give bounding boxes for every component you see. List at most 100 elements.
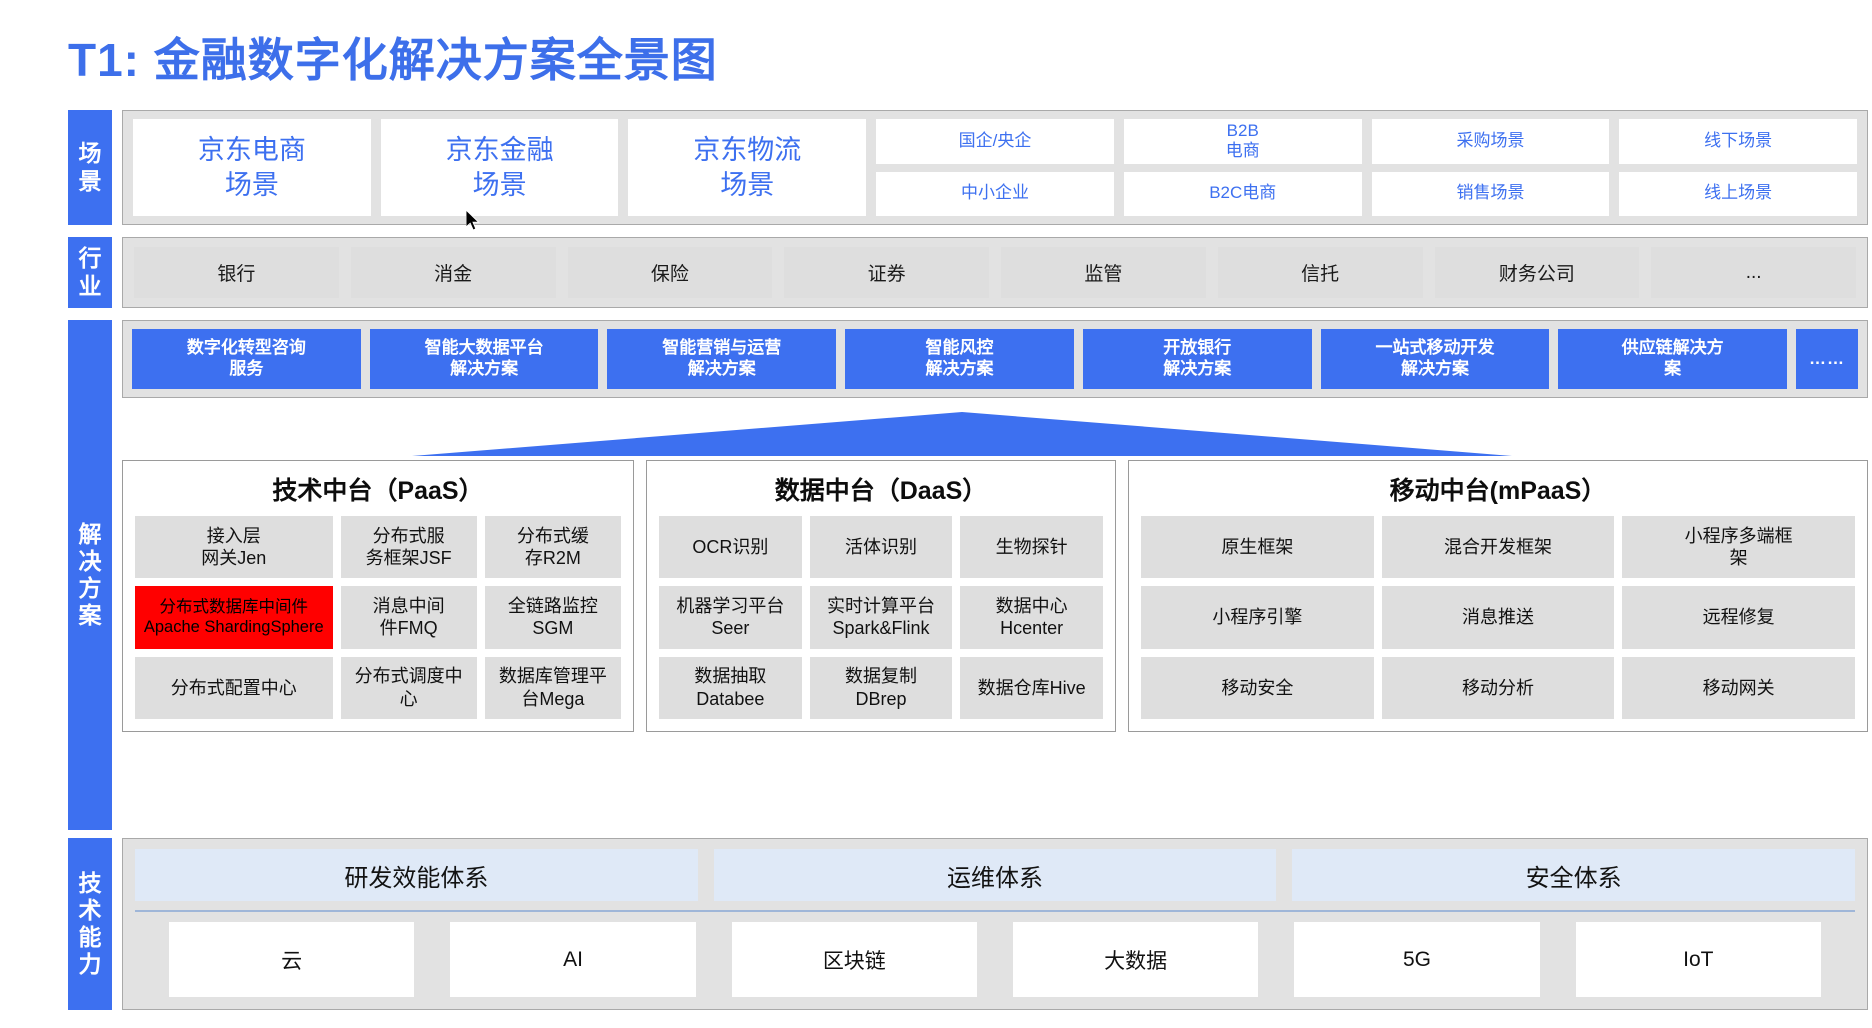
capability-divider xyxy=(135,910,1855,912)
industry-cell-5[interactable]: 信托 xyxy=(1217,247,1423,298)
platform-tile-paas-7[interactable]: 分布式调度中心 xyxy=(340,656,477,719)
industry-cell-7[interactable]: ... xyxy=(1651,247,1856,298)
platform-tile-daas-1[interactable]: 活体识别 xyxy=(809,516,953,579)
industry-cell-6[interactable]: 财务公司 xyxy=(1434,247,1640,298)
scenario-column-2: 采购场景销售场景 xyxy=(1371,119,1610,216)
platform-tile-mpaas-7[interactable]: 移动分析 xyxy=(1381,656,1615,719)
capability-system-row: 研发效能体系运维体系安全体系 xyxy=(135,849,1856,901)
capability-label-char: 技 xyxy=(78,869,102,896)
solution-label-char: 案 xyxy=(78,602,102,629)
industry-label-char: 业 xyxy=(78,272,102,299)
scenario-card-2-top[interactable]: 采购场景 xyxy=(1371,119,1610,164)
chevron-connector-wrap xyxy=(122,398,1868,460)
industry-panel: 银行消金保险证券监管信托财务公司... xyxy=(122,237,1868,308)
platform-tile-paas-6[interactable]: 分布式配置中心 xyxy=(135,656,333,719)
capability-system-1[interactable]: 运维体系 xyxy=(713,849,1277,901)
solution-panel: 数字化转型咨询服务智能大数据平台解决方案智能营销与运营解决方案智能风控解决方案开… xyxy=(122,320,1868,830)
industry-cell-1[interactable]: 消金 xyxy=(350,247,556,298)
platform-tile-daas-8[interactable]: 数据仓库Hive xyxy=(960,656,1103,719)
scenario-card-3-top[interactable]: 线下场景 xyxy=(1619,119,1858,164)
capability-technology-2[interactable]: 区块链 xyxy=(731,922,977,997)
industry-cell-3[interactable]: 证券 xyxy=(784,247,989,298)
platform-tile-paas-1[interactable]: 分布式服务框架JSF xyxy=(340,516,477,579)
solution-chip-1[interactable]: 智能大数据平台解决方案 xyxy=(369,329,599,389)
scenario-primary-card-2[interactable]: 京东物流场景 xyxy=(628,119,867,216)
platform-panel-mpaas: 移动中台(mPaaS） 原生框架混合开发框架小程序多端框架小程序引擎消息推送远程修… xyxy=(1128,460,1868,732)
mouse-cursor-icon xyxy=(466,210,480,231)
platform-tile-mpaas-2[interactable]: 小程序多端框架 xyxy=(1622,516,1855,579)
industry-cell-4[interactable]: 监管 xyxy=(1001,247,1206,298)
scenario-card-3-bottom[interactable]: 线上场景 xyxy=(1619,171,1858,216)
capability-side-label: 技术能力 xyxy=(68,838,112,1010)
solution-label-char: 方 xyxy=(78,575,102,601)
solution-chip-more[interactable]: …… xyxy=(1796,329,1859,389)
industry-side-label: 行业 xyxy=(68,237,112,308)
platform-tile-mpaas-0[interactable]: 原生框架 xyxy=(1141,516,1374,579)
industry-band: 行业 银行消金保险证券监管信托财务公司... xyxy=(68,237,1868,308)
scenario-column-0: 国企/央企中小企业 xyxy=(876,119,1114,216)
chevron-up-icon xyxy=(412,412,1512,456)
capability-band: 技术能力 研发效能体系运维体系安全体系 云 AI 区块链大数据 5G IoT xyxy=(68,838,1868,1010)
solution-chip-5[interactable]: 一站式移动开发解决方案 xyxy=(1320,329,1550,389)
scenario-primary-card-1[interactable]: 京东金融场景 xyxy=(380,119,619,216)
scenario-primary-card-0[interactable]: 京东电商场景 xyxy=(133,119,371,216)
capability-technology-1[interactable]: AI xyxy=(450,922,696,997)
platform-tile-paas-2[interactable]: 分布式缓存R2M xyxy=(484,516,621,579)
page-title: T1: 金融数字化解决方案全景图 xyxy=(68,34,718,86)
platform-tile-paas-4[interactable]: 消息中间件FMQ xyxy=(340,586,477,649)
solution-chip-0[interactable]: 数字化转型咨询服务 xyxy=(132,329,361,389)
capability-technology-4[interactable]: 5G xyxy=(1294,922,1540,997)
industry-cell-2[interactable]: 保险 xyxy=(567,247,773,298)
platform-tile-mpaas-6[interactable]: 移动安全 xyxy=(1141,656,1374,719)
platform-title-mpaas: 移动中台(mPaaS） xyxy=(1389,477,1607,505)
solution-chip-2[interactable]: 智能营销与运营解决方案 xyxy=(607,329,837,389)
capability-technology-3[interactable]: 大数据 xyxy=(1012,922,1259,997)
scenario-card-1-bottom[interactable]: B2C电商 xyxy=(1123,171,1362,216)
platform-tile-mpaas-1[interactable]: 混合开发框架 xyxy=(1381,516,1615,579)
solution-label-char: 解 xyxy=(78,520,102,547)
platform-tile-mpaas-3[interactable]: 小程序引擎 xyxy=(1141,586,1374,649)
platform-tile-paas-0[interactable]: 接入层网关Jen xyxy=(135,516,333,579)
scenario-label-char: 场 xyxy=(78,140,102,167)
platform-tile-daas-2[interactable]: 生物探针 xyxy=(960,516,1103,579)
industry-label-char: 行 xyxy=(78,245,102,272)
solution-chip-3[interactable]: 智能风控解决方案 xyxy=(845,329,1074,389)
platform-tile-paas-8[interactable]: 数据库管理平台Mega xyxy=(484,656,621,719)
platform-tile-daas-0[interactable]: OCR识别 xyxy=(659,516,802,579)
industry-cell-0[interactable]: 银行 xyxy=(134,247,339,298)
scenario-card-0-top[interactable]: 国企/央企 xyxy=(876,119,1114,164)
capability-technology-row: 云 AI 区块链大数据 5G IoT xyxy=(135,922,1855,997)
capability-label-char: 能 xyxy=(78,924,102,950)
solution-chip-6[interactable]: 供应链解决方案 xyxy=(1558,329,1788,389)
solution-chip-strip: 数字化转型咨询服务智能大数据平台解决方案智能营销与运营解决方案智能风控解决方案开… xyxy=(122,320,1868,398)
scenario-card-2-bottom[interactable]: 销售场景 xyxy=(1371,171,1610,216)
capability-technology-0[interactable]: 云 xyxy=(169,922,415,997)
platform-tile-mpaas-5[interactable]: 远程修复 xyxy=(1622,586,1855,649)
capability-technology-5[interactable]: IoT xyxy=(1575,922,1821,997)
platform-tile-mpaas-4[interactable]: 消息推送 xyxy=(1381,586,1615,649)
platform-title-daas: 数据中台（DaaS） xyxy=(774,477,988,505)
solution-chip-4[interactable]: 开放银行解决方案 xyxy=(1082,329,1312,389)
capability-system-0[interactable]: 研发效能体系 xyxy=(135,849,698,901)
scenario-label-char: 景 xyxy=(78,167,102,194)
scenario-column-3: 线下场景线上场景 xyxy=(1619,119,1858,216)
platform-tile-mpaas-8[interactable]: 移动网关 xyxy=(1622,656,1855,719)
capability-system-2[interactable]: 安全体系 xyxy=(1292,849,1856,901)
scenario-card-0-bottom[interactable]: 中小企业 xyxy=(876,171,1114,216)
capability-panel: 研发效能体系运维体系安全体系 云 AI 区块链大数据 5G IoT xyxy=(122,838,1868,1010)
